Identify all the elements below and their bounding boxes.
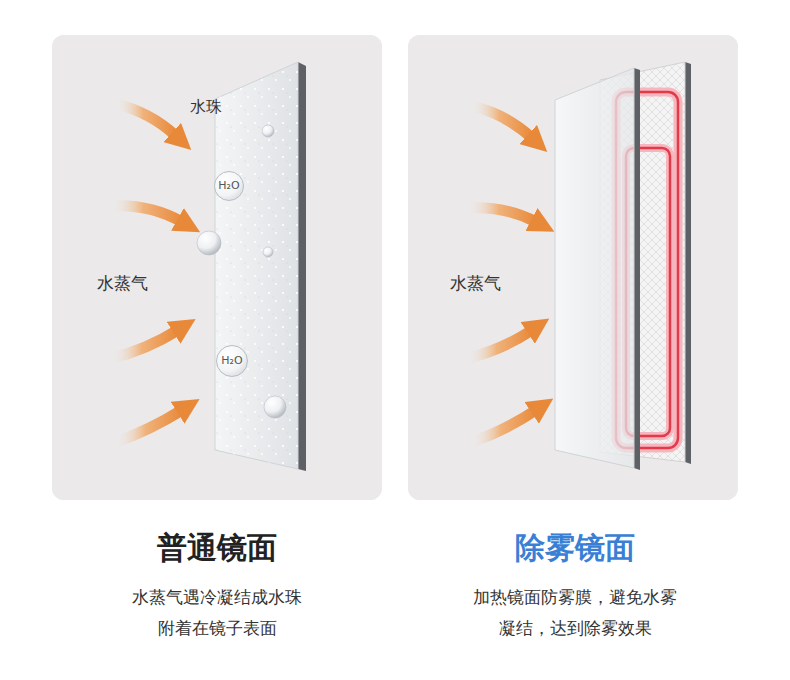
panel-description: 加热镜面防雾膜，避免水雾 凝结，达到除雾效果 [468, 582, 682, 645]
callout-label: 水蒸气 [450, 273, 501, 293]
defog-mirror-illustration [408, 35, 738, 500]
water-bubble: H₂O [216, 345, 248, 377]
molecule-label: H₂O [218, 179, 239, 192]
molecule-label: H₂O [221, 354, 242, 367]
panel-title: 普通镜面 [157, 528, 277, 567]
water-bubble: H₂O [214, 171, 244, 201]
normal-mirror-panel: 水珠水蒸气 H₂O H₂O [52, 35, 382, 500]
panel-description: 水蒸气遇冷凝结成水珠 附着在镜子表面 [127, 582, 307, 645]
defog-mirror-panel: 水蒸气 [408, 35, 738, 500]
panel-title: 除雾镜面 [515, 528, 635, 567]
callout-label: 水蒸气 [97, 273, 148, 293]
callout-label: 水珠 [190, 97, 222, 116]
